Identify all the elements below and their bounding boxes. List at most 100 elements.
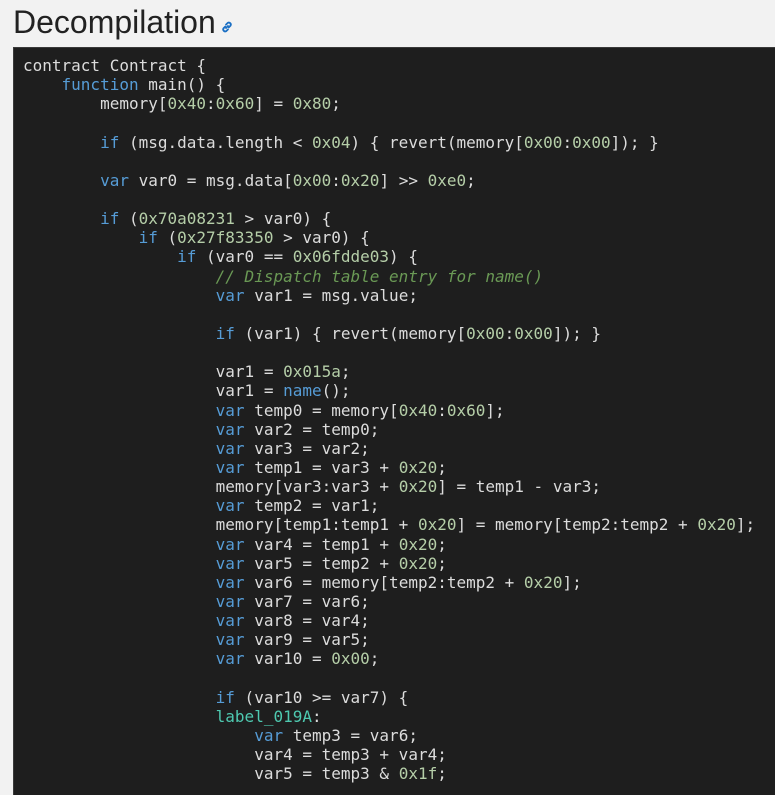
code-token: ]); }	[610, 132, 659, 152]
code-block[interactable]: contract Contract { function main() { me…	[13, 47, 775, 795]
code-line: if (var0 == 0x06fdde03) {	[23, 247, 755, 266]
code-token: var	[215, 553, 245, 573]
code-token: 0x06fdde03	[292, 247, 390, 267]
code-token: 0x04	[311, 132, 351, 152]
code-token: temp0 = memory[	[244, 400, 399, 420]
code-line: var var5 = temp2 + 0x20;	[23, 554, 755, 573]
code-token	[23, 228, 139, 247]
code-line: memory[var3:var3 + 0x20] = temp1 - var3;	[23, 477, 755, 496]
code-token: 0x60	[215, 94, 255, 114]
code-token: var	[215, 591, 245, 611]
code-token: ;	[466, 170, 476, 190]
code-line: var temp1 = var3 + 0x20;	[23, 458, 755, 477]
code-token: ();	[321, 381, 351, 401]
code-token: if	[215, 687, 235, 707]
code-token: temp2 = var1;	[244, 496, 380, 516]
code-token: var	[215, 400, 245, 420]
code-token: memory[temp1:temp1 +	[23, 515, 418, 535]
code-token	[23, 496, 216, 515]
code-token: label_019A	[215, 706, 312, 726]
code-line: if (msg.data.length < 0x04) { revert(mem…	[23, 133, 755, 152]
code-token: var6 = memory[temp2:temp2 +	[244, 572, 524, 592]
code-token: :	[504, 323, 515, 343]
code-line: var var9 = var5;	[23, 630, 755, 649]
code-line	[23, 305, 755, 324]
code-token: var	[215, 419, 245, 439]
code-token: var1 = msg.value;	[244, 285, 418, 305]
code-token: 0x40	[398, 400, 438, 420]
code-token: // Dispatch table entry for name()	[215, 266, 544, 286]
code-token	[23, 707, 216, 726]
code-token	[23, 420, 216, 439]
code-line: var var6 = memory[temp2:temp2 + 0x20];	[23, 573, 755, 592]
code-token: ;	[331, 94, 341, 114]
code-token	[23, 401, 216, 420]
code-token: :	[562, 132, 573, 152]
code-token: (var10 >= var7) {	[234, 687, 409, 707]
code-token: 0x70a08231	[138, 209, 235, 229]
code-token: 0x00	[331, 649, 370, 669]
code-token: ];	[562, 572, 582, 592]
code-token: if	[215, 323, 235, 343]
code-token: ] >>	[379, 170, 428, 190]
code-line: var4 = temp3 + var4;	[23, 745, 755, 764]
code-line: memory[temp1:temp1 + 0x20] = memory[temp…	[23, 515, 755, 534]
code-token: var0 = msg.data[	[128, 170, 293, 190]
code-token: 0x20	[398, 534, 438, 554]
code-token: var	[215, 649, 245, 669]
code-token: 0x20	[398, 457, 438, 477]
code-line: // Dispatch table entry for name()	[23, 267, 755, 286]
code-line: var var10 = 0x00;	[23, 649, 755, 668]
code-token: ] = memory[temp2:temp2 +	[456, 515, 698, 535]
code-token: ] =	[254, 94, 293, 114]
code-token: var	[215, 630, 245, 650]
code-token: :	[311, 706, 322, 726]
code-line: var1 = 0x015a;	[23, 362, 755, 381]
code-token: main() {	[138, 75, 226, 95]
code-token: name	[283, 381, 322, 401]
code-token: 0x1f	[398, 764, 438, 784]
code-line: if (0x70a08231 > var0) {	[23, 209, 755, 228]
code-line: var var0 = msg.data[0x00:0x20] >> 0xe0;	[23, 171, 755, 190]
code-token: var	[215, 285, 245, 305]
code-token: ;	[340, 362, 351, 382]
code-token	[23, 611, 216, 630]
code-token: memory[	[23, 94, 168, 114]
code-token: var	[215, 534, 245, 554]
code-token	[23, 75, 62, 94]
code-line: memory[0x40:0x60] = 0x80;	[23, 94, 755, 113]
code-token: 0x00	[514, 323, 553, 343]
code-token: > var0) {	[234, 209, 332, 229]
decompiled-code: contract Contract { function main() { me…	[23, 56, 755, 783]
code-token: :	[331, 170, 341, 190]
code-token: ;	[437, 764, 447, 784]
code-token: if	[100, 132, 120, 152]
code-token: var	[215, 496, 245, 516]
code-token: 0x20	[340, 170, 380, 190]
code-line	[23, 669, 755, 688]
code-line	[23, 152, 755, 171]
link-icon[interactable]	[220, 20, 234, 34]
code-line: if (0x27f83350 > var0) {	[23, 228, 755, 247]
code-token: ] = temp1 - var3;	[437, 477, 601, 497]
code-line: label_019A:	[23, 707, 755, 726]
code-token	[23, 688, 216, 707]
code-token	[23, 171, 100, 190]
code-token: if	[100, 209, 120, 229]
code-token: var3 = var2;	[244, 438, 370, 458]
code-line: if (var10 >= var7) {	[23, 688, 755, 707]
code-token: (var0 ==	[196, 247, 293, 267]
code-line: function main() {	[23, 75, 755, 94]
code-token	[23, 649, 216, 668]
code-token: var5 = temp2 +	[244, 553, 399, 573]
page-title: Decompilation	[13, 4, 216, 40]
code-line: var var4 = temp1 + 0x20;	[23, 535, 755, 554]
code-token	[23, 630, 216, 649]
code-token: var5 = temp3 &	[23, 764, 399, 784]
code-token: var	[215, 438, 245, 458]
code-token	[23, 554, 216, 573]
code-token: if	[177, 247, 197, 267]
code-token: 0x00	[466, 323, 505, 343]
code-token: var	[254, 725, 284, 745]
code-token: if	[138, 228, 158, 248]
